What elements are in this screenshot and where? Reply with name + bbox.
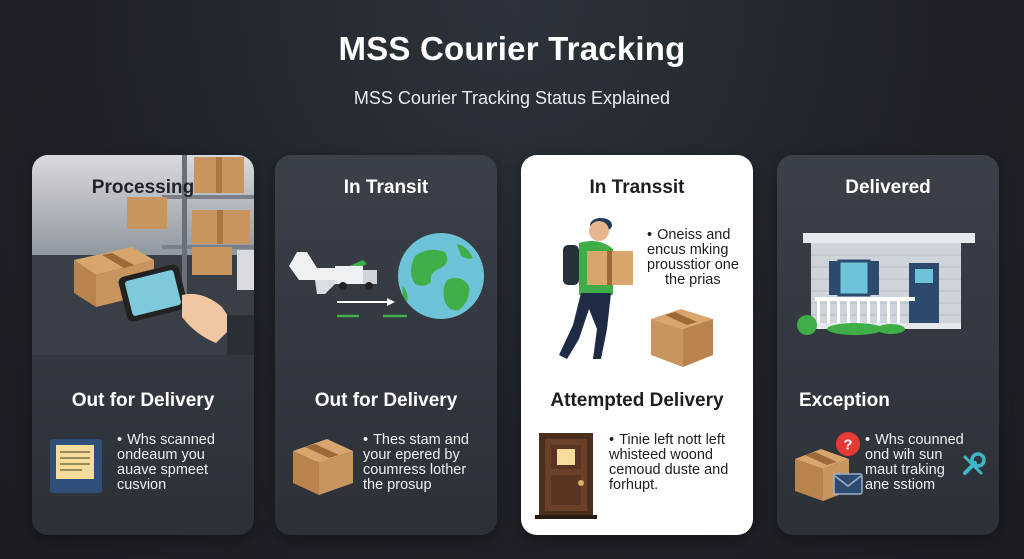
envelope-icon — [833, 473, 863, 495]
svg-text:?: ? — [843, 437, 852, 454]
card-description: •Tinie left nott left whisteed woond cem… — [609, 432, 729, 493]
box-icon — [293, 439, 353, 495]
clipboard-icon — [50, 439, 102, 493]
status-card-in-transit: In Transit Out for Delivery — [275, 155, 497, 535]
box-icon — [651, 309, 713, 367]
tablet-scan-icon — [118, 264, 254, 355]
courier-person-icon — [559, 218, 633, 359]
card-heading-top: In Transit — [343, 177, 429, 198]
card-description: •Whs scanned ondeaum you auave spmeet cu… — [117, 432, 215, 493]
card-heading-bottom: Attempted Delivery — [550, 390, 724, 411]
wrench-icon — [963, 452, 986, 475]
card-heading-bottom: Out for Delivery — [314, 390, 458, 411]
status-card-processing: Processing Out for Delivery •Whs scanned… — [32, 155, 254, 535]
question-icon: ? — [836, 432, 860, 456]
card-description: •Whs counned ond wih sun maut traking an… — [865, 432, 964, 493]
card-heading-top: Delivered — [845, 177, 931, 198]
truck-icon — [335, 266, 377, 290]
card-heading-bottom: Out for Delivery — [71, 390, 215, 411]
status-card-delivered: Delivered Exception ? — [777, 155, 999, 535]
transit-illustration — [289, 233, 484, 319]
card-description: •Thes stam and your epered by coumress l… — [363, 432, 469, 493]
card-description-top: •Oneiss and encus mking prousstior one t… — [647, 227, 739, 288]
warehouse-illustration — [32, 155, 254, 355]
card-heading-bottom: Exception — [799, 390, 890, 411]
status-card-attempted-delivery: In Transsit •Oneiss and encus mking prou… — [521, 155, 753, 535]
globe-icon — [398, 233, 484, 319]
page-subtitle: MSS Courier Tracking Status Explained — [353, 88, 671, 108]
card-heading-top: In Transsit — [589, 177, 685, 198]
page-title: MSS Courier Tracking — [338, 30, 686, 67]
house-icon — [797, 233, 975, 335]
shelf-boxes-icon — [127, 157, 254, 290]
door-icon — [535, 433, 597, 519]
card-heading-top: Processing — [91, 177, 195, 198]
